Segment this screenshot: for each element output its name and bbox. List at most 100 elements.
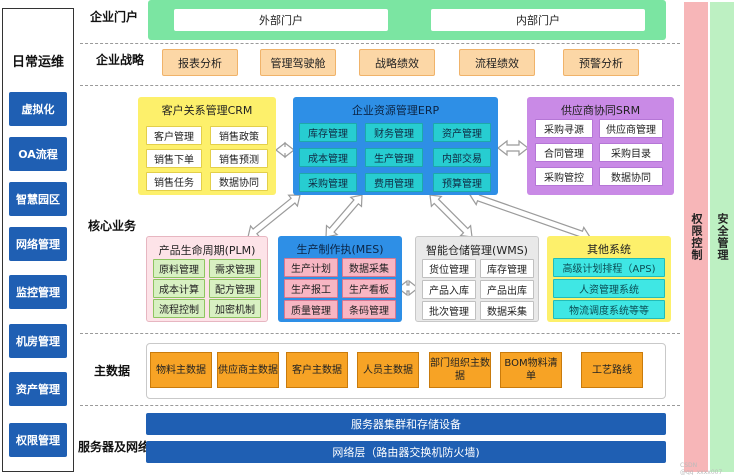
srm-module: 供应商协同SRM 采购寻源 供应商管理 合同管理 采购目录 采购管控 数据协同 <box>527 97 674 195</box>
network-layer-bar[interactable]: 网络层（路由器交换机防火墙) <box>146 441 666 463</box>
row-label-strategy: 企业战略 <box>96 53 145 67</box>
wms-cell[interactable]: 库存管理 <box>480 259 534 278</box>
crm-module: 客户关系管理CRM 客户管理 销售政策 销售下单 销售预测 销售任务 数据协同 <box>138 97 276 195</box>
erp-cell[interactable]: 资产管理 <box>433 123 491 142</box>
other-systems-module: 其他系统 高级计划排程（APS) 人资管理系统 物流调度系统等等 <box>547 236 671 322</box>
mes-cell[interactable]: 生产看板 <box>342 279 396 298</box>
wms-cell[interactable]: 产品出库 <box>480 280 534 299</box>
srm-cell[interactable]: 数据协同 <box>599 167 663 186</box>
plm-cell[interactable]: 需求管理 <box>209 259 261 278</box>
master-data-department[interactable]: 部门组织主数据 <box>429 352 491 388</box>
nav-smart-park[interactable]: 智慧园区 <box>9 182 67 216</box>
security-management-column: 安全管理 <box>710 2 734 472</box>
row-label-core: 核心业务 <box>88 219 137 233</box>
crm-cell[interactable]: 数据协同 <box>210 172 268 191</box>
separator-2 <box>80 85 680 86</box>
plm-cell[interactable]: 配方管理 <box>209 279 261 298</box>
mes-cell[interactable]: 条码管理 <box>342 300 396 319</box>
srm-cell[interactable]: 合同管理 <box>535 143 593 162</box>
plm-cell[interactable]: 加密机制 <box>209 299 261 318</box>
permission-control-column: 权限控制 <box>684 2 708 472</box>
warning-analysis[interactable]: 预警分析 <box>563 49 639 76</box>
plm-cell[interactable]: 原料管理 <box>153 259 205 278</box>
nav-network-mgmt[interactable]: 网络管理 <box>9 227 67 261</box>
master-data-customer[interactable]: 客户主数据 <box>286 352 348 388</box>
erp-cell[interactable]: 库存管理 <box>299 123 357 142</box>
erp-title: 企业资源管理ERP <box>351 104 440 117</box>
mes-cell[interactable]: 质量管理 <box>284 300 338 319</box>
master-data-process-route[interactable]: 工艺路线 <box>581 352 643 388</box>
row-label-master: 主数据 <box>94 364 131 378</box>
srm-cell[interactable]: 采购目录 <box>599 143 663 162</box>
mes-module: 生产制作执(MES) 生产计划 数据采集 生产报工 生产看板 质量管理 条码管理 <box>278 236 402 322</box>
separator-3 <box>80 333 680 334</box>
strategy-cockpit[interactable]: 管理驾驶舱 <box>260 49 336 76</box>
erp-other-connector <box>469 190 591 242</box>
erp-srm-connector <box>497 139 529 157</box>
erp-module: 企业资源管理ERP 库存管理 财务管理 资产管理 成本管理 生产管理 内部交易 … <box>293 97 498 195</box>
crm-cell[interactable]: 销售任务 <box>146 172 202 191</box>
plm-module: 产品生命周期(PLM) 原料管理 需求管理 成本计算 配方管理 流程控制 加密机… <box>146 236 268 322</box>
erp-cell[interactable]: 生产管理 <box>365 148 423 167</box>
plm-cell[interactable]: 流程控制 <box>153 299 205 318</box>
erp-cell[interactable]: 预算管理 <box>433 173 491 192</box>
crm-erp-connector <box>275 141 295 159</box>
erp-cell[interactable]: 财务管理 <box>365 123 423 142</box>
separator-4 <box>80 405 680 406</box>
erp-cell[interactable]: 采购管理 <box>299 173 357 192</box>
master-data-material[interactable]: 物料主数据 <box>150 352 212 388</box>
server-cluster-bar[interactable]: 服务器集群和存储设备 <box>146 413 666 435</box>
nav-virtualization[interactable]: 虚拟化 <box>9 92 67 126</box>
process-performance[interactable]: 流程绩效 <box>459 49 535 76</box>
srm-cell[interactable]: 采购寻源 <box>535 119 593 138</box>
internal-portal[interactable]: 内部门户 <box>431 9 645 31</box>
master-data-bom[interactable]: BOM物料清单 <box>500 352 562 388</box>
erp-cell[interactable]: 成本管理 <box>299 148 357 167</box>
nav-datacenter[interactable]: 机房管理 <box>9 324 67 358</box>
wms-cell[interactable]: 货位管理 <box>422 259 476 278</box>
wms-cell[interactable]: 数据采集 <box>480 301 534 320</box>
security-management-label: 安全管理 <box>716 213 729 261</box>
wms-cell[interactable]: 批次管理 <box>422 301 476 320</box>
nav-monitoring[interactable]: 监控管理 <box>9 275 67 309</box>
other-system-cell[interactable]: 人资管理系统 <box>553 279 665 298</box>
daily-ops-title: 日常运维 <box>11 55 64 70</box>
row-label-portal: 企业门户 <box>90 10 139 24</box>
permission-control-label: 权限控制 <box>690 213 703 261</box>
strategy-report-analysis[interactable]: 报表分析 <box>162 49 238 76</box>
erp-wms-connector <box>429 194 473 238</box>
crm-cell[interactable]: 销售下单 <box>146 149 202 168</box>
mes-cell[interactable]: 生产报工 <box>284 279 338 298</box>
daily-ops-panel: 日常运维 虚拟化 OA流程 智慧园区 网络管理 监控管理 机房管理 资产管理 权… <box>2 8 74 472</box>
mes-cell[interactable]: 数据采集 <box>342 258 396 277</box>
other-system-cell[interactable]: 物流调度系统等等 <box>553 300 665 319</box>
crm-cell[interactable]: 客户管理 <box>146 126 202 145</box>
erp-plm-connector <box>247 194 301 238</box>
crm-title: 客户关系管理CRM <box>161 104 253 117</box>
erp-mes-connector <box>325 194 363 238</box>
srm-cell[interactable]: 采购管控 <box>535 167 593 186</box>
external-portal[interactable]: 外部门户 <box>174 9 388 31</box>
srm-cell[interactable]: 供应商管理 <box>599 119 663 138</box>
plm-title: 产品生命周期(PLM) <box>158 244 256 257</box>
crm-cell[interactable]: 销售预测 <box>210 149 268 168</box>
nav-asset-mgmt[interactable]: 资产管理 <box>9 372 67 406</box>
separator-1 <box>80 43 680 44</box>
wms-title: 智能仓储管理(WMS) <box>426 244 528 257</box>
master-data-personnel[interactable]: 人员主数据 <box>357 352 419 388</box>
row-label-server: 服务器及网络 <box>78 440 151 454</box>
other-system-cell[interactable]: 高级计划排程（APS) <box>553 258 665 277</box>
erp-cell[interactable]: 费用管理 <box>365 173 423 192</box>
strategy-performance[interactable]: 战略绩效 <box>359 49 435 76</box>
nav-oa-process[interactable]: OA流程 <box>9 137 67 171</box>
mes-title: 生产制作执(MES) <box>296 243 384 256</box>
srm-title: 供应商协同SRM <box>560 104 641 117</box>
plm-cell[interactable]: 成本计算 <box>153 279 205 298</box>
crm-cell[interactable]: 销售政策 <box>210 126 268 145</box>
wms-cell[interactable]: 产品入库 <box>422 280 476 299</box>
nav-permission-mgmt[interactable]: 权限管理 <box>9 423 67 457</box>
erp-cell[interactable]: 内部交易 <box>433 148 491 167</box>
master-data-supplier[interactable]: 供应商主数据 <box>217 352 279 388</box>
mes-cell[interactable]: 生产计划 <box>284 258 338 277</box>
